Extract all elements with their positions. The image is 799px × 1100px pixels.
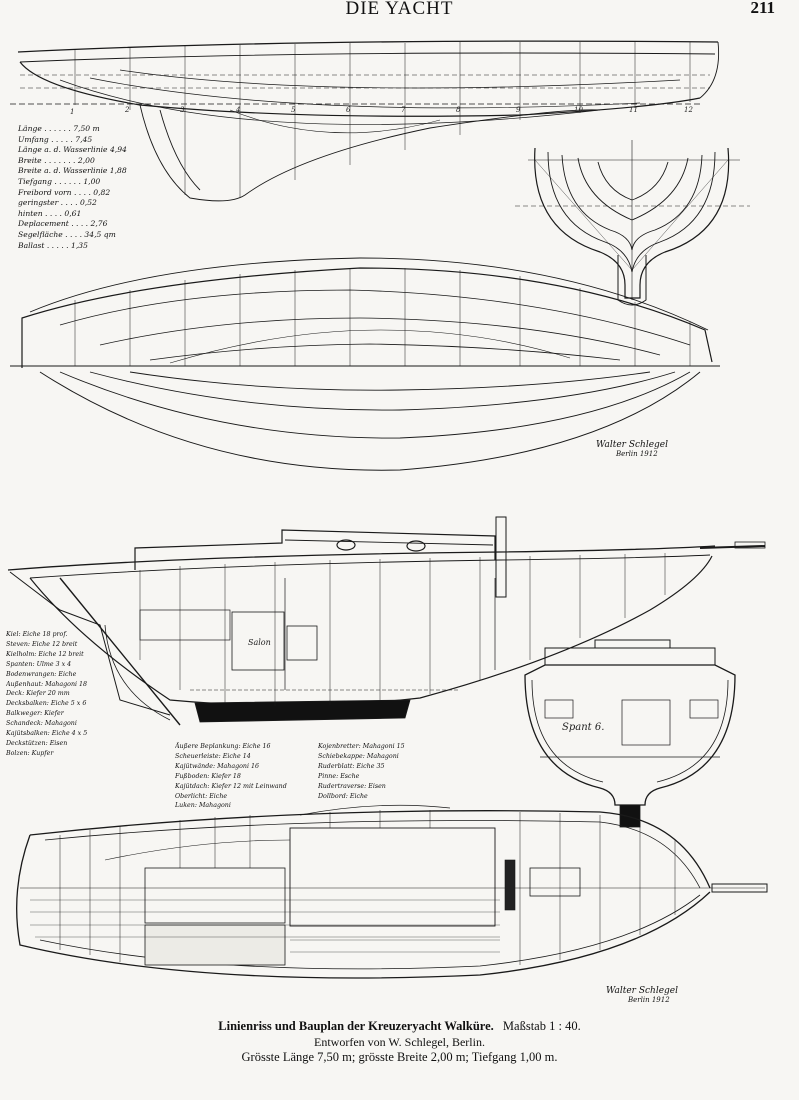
page-number: 211 xyxy=(750,0,775,17)
note-line: Bodenwrangen: Eiche xyxy=(6,670,77,678)
caption-designer: Entworfen von W. Schlegel, Berlin. xyxy=(314,1035,485,1049)
deck-plan-view xyxy=(16,804,768,979)
note-line: Kiel: Eiche 18 prof. xyxy=(6,631,68,638)
note-line: Äußere Beplankung: Eiche 16 xyxy=(175,743,271,750)
caption-dimensions: Grösste Länge 7,50 m; grösste Breite 2,0… xyxy=(241,1050,558,1064)
station-label: 1 xyxy=(70,108,74,116)
signature-top: Walter Schlegel Berlin 1912 xyxy=(596,440,668,458)
construction-notes-middle: Äußere Beplankung: Eiche 16 Scheuerleist… xyxy=(175,742,305,811)
note-line: Oberlicht: Eiche xyxy=(175,792,228,800)
figure-caption-title: Linienriss und Bauplan der Kreuzeryacht … xyxy=(0,1019,799,1034)
dimension-row: Freibord vorn . . . . 0,82 xyxy=(18,187,111,197)
note-line: Außenhaut: Mahagoni 18 xyxy=(6,680,88,688)
station-label: 4 xyxy=(235,106,240,114)
construction-notes-right: Kojenbretter: Mahagoni 15 Schiebekappe: … xyxy=(318,742,493,801)
dimension-row: Segelfläche . . . . 34,5 qm xyxy=(18,229,116,239)
dimension-row: Tiefgang . . . . . . 1,00 xyxy=(18,176,101,186)
note-line: Kajütwände: Mahagoni 16 xyxy=(175,762,259,770)
station-label: 11 xyxy=(629,106,638,114)
note-line: Schandeck: Mahagoni xyxy=(6,720,77,728)
station-label: 9 xyxy=(516,106,521,114)
caption-title: Linienriss und Bauplan der Kreuzeryacht … xyxy=(218,1019,494,1033)
dimension-row: Deplacement . . . . 2,76 xyxy=(18,219,108,229)
note-line: Rudertraverse: Eisen xyxy=(318,782,386,790)
dimension-row: hinten . . . . 0,61 xyxy=(18,208,82,218)
note-line: Deckstützen: Eisen xyxy=(6,739,68,747)
construction-profile-view xyxy=(7,516,766,726)
section-label: Spant 6. xyxy=(562,722,604,733)
station-label: 7 xyxy=(401,106,406,114)
station-label: 8 xyxy=(456,106,461,114)
dimension-row: geringster . . . . 0,52 xyxy=(18,198,97,208)
note-line: Dollbord: Eiche xyxy=(318,792,368,800)
cabin-label: Salon xyxy=(248,638,271,647)
note-line: Bolzen: Kupfer xyxy=(6,749,54,757)
station-label: 6 xyxy=(346,106,351,114)
dimension-row: Länge a. d. Wasserlinie 4,94 xyxy=(18,145,127,155)
dimension-row: Breite a. d. Wasserlinie 1,88 xyxy=(18,166,127,176)
note-line: Pinne: Esche xyxy=(318,772,360,780)
note-line: Fußboden: Kiefer 18 xyxy=(175,772,241,780)
dimension-table: Länge . . . . . . 7,50 m Umfang . . . . … xyxy=(18,124,140,251)
note-line: Schiebekappe: Mahagoni xyxy=(318,752,399,760)
signature-bottom: Walter Schlegel Berlin 1912 xyxy=(606,986,678,1004)
signature-place: Berlin 1912 xyxy=(628,996,670,1004)
signature-name: Walter Schlegel xyxy=(596,440,668,450)
body-plan-view xyxy=(515,140,750,306)
note-line: Luken: Mahagoni xyxy=(175,802,231,810)
note-line: Kajütsbalken: Eiche 4 x 5 xyxy=(6,730,88,738)
note-line: Ruderblatt: Eiche 35 xyxy=(318,762,385,770)
station-label: 2 xyxy=(124,106,130,114)
dimension-row: Ballast . . . . . 1,35 xyxy=(18,240,88,250)
note-line: Kajütdach: Kiefer 12 mit Leinwand xyxy=(175,782,287,790)
caption-scale: Maßstab 1 : 40. xyxy=(502,1019,581,1033)
note-line: Kojenbretter: Mahagoni 15 xyxy=(318,743,405,750)
note-line: Deck: Kiefer 20 mm xyxy=(6,690,70,698)
midship-section-view xyxy=(524,639,736,828)
note-line: Balkweger: Kiefer xyxy=(6,710,64,718)
profile-view xyxy=(10,40,720,202)
station-label: 10 xyxy=(574,106,583,114)
note-line: Steven: Eiche 12 breit xyxy=(6,640,78,648)
dimension-row: Breite . . . . . . . 2,00 xyxy=(18,155,95,165)
signature-place: Berlin 1912 xyxy=(616,450,658,458)
signature-name: Walter Schlegel xyxy=(606,986,678,996)
dimension-row: Umfang . . . . . 7,45 xyxy=(18,134,93,144)
note-line: Scheuerleiste: Eiche 14 xyxy=(175,752,251,760)
construction-notes-left: Kiel: Eiche 18 prof. Steven: Eiche 12 br… xyxy=(6,630,141,759)
half-breadth-view xyxy=(10,257,720,471)
station-label: 12 xyxy=(684,106,693,114)
station-label: 5 xyxy=(291,106,296,114)
note-line: Decksbalken: Eiche 5 x 6 xyxy=(6,700,87,708)
station-label: 3 xyxy=(180,106,185,114)
note-line: Kielholm: Eiche 12 breit xyxy=(6,650,84,658)
note-line: Spanten: Ulme 3 x 4 xyxy=(6,660,72,668)
dimension-row: Länge . . . . . . 7,50 m xyxy=(18,124,100,133)
page-title: DIE YACHT xyxy=(345,0,454,19)
